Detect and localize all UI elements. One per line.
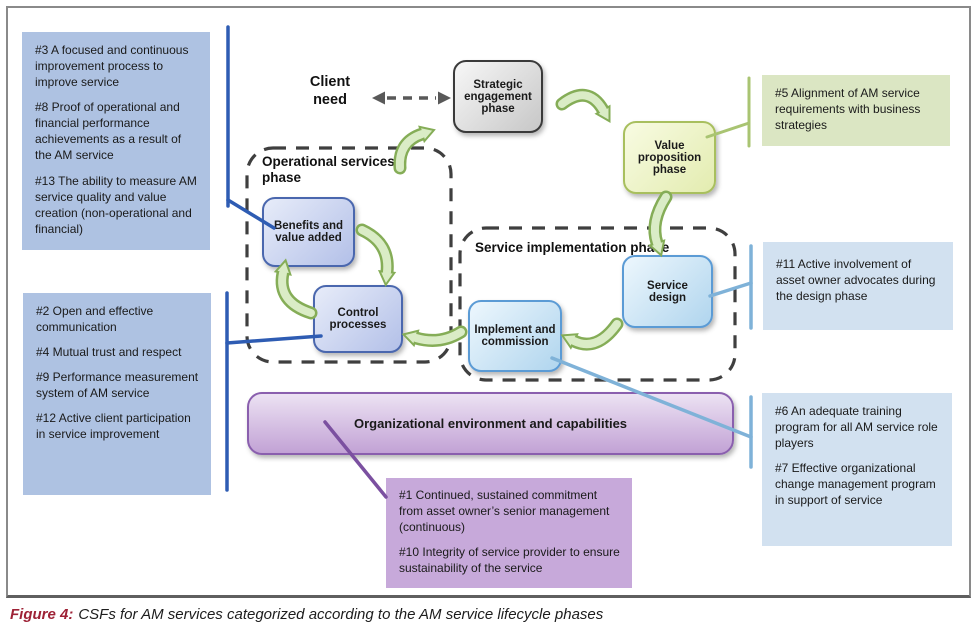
- csf-item: #2 Open and effective communication: [36, 304, 154, 335]
- strategic-engagement-phase-box: Strategic engagement phase: [453, 60, 543, 133]
- csf-item: #13 The ability to measure AM service qu…: [35, 173, 197, 236]
- csf-box-organizational: #1 Continued, sustained commitment from …: [386, 478, 632, 588]
- service-design-box: Service design: [622, 255, 713, 328]
- csf-item: #6 An adequate training program for all …: [775, 404, 938, 451]
- csf-box-value-proposition: #5 Alignment of AM service requirements …: [762, 75, 950, 146]
- control-processes-box: Control processes: [313, 285, 403, 353]
- diagram-frame: [6, 6, 971, 598]
- client-need-label: Client need: [309, 74, 351, 109]
- implement-commission-box: Implement and commission: [468, 300, 562, 372]
- csf-item: #5 Alignment of AM service requirements …: [775, 86, 921, 133]
- operational-phase-label: Operational services phase: [262, 154, 395, 186]
- implementation-phase-label: Service implementation phase: [475, 240, 670, 255]
- csf-item: #4 Mutual trust and respect: [36, 345, 182, 360]
- value-proposition-phase-box: Value proposition phase: [623, 121, 716, 194]
- figure-caption-label: Figure 4:: [10, 606, 74, 623]
- csf-item: #11 Active involvement of asset owner ad…: [776, 257, 936, 304]
- csf-item: #12 Active client participation in servi…: [36, 411, 191, 442]
- figure-caption: Figure 4:CSFs for AM services categorize…: [10, 606, 603, 623]
- benefits-box: Benefits and value added: [262, 197, 355, 267]
- csf-item: #7 Effective organizational change manag…: [775, 461, 936, 508]
- csf-item: #3 A focused and continuous improvement …: [35, 43, 189, 90]
- figure-caption-text: CSFs for AM services categorized accordi…: [78, 606, 604, 623]
- csf-item: #10 Integrity of service provider to ens…: [399, 545, 620, 576]
- csf-box-operational-bottom: #2 Open and effective communication #4 M…: [23, 293, 211, 495]
- csf-box-implementation: #6 An adequate training program for all …: [762, 393, 952, 546]
- csf-item: #1 Continued, sustained commitment from …: [399, 488, 610, 535]
- org-environment-bar: Organizational environment and capabilit…: [247, 392, 734, 455]
- csf-item: #9 Performance measurement system of AM …: [36, 370, 199, 401]
- csf-box-operational-top: #3 A focused and continuous improvement …: [22, 32, 210, 250]
- csf-box-service-design: #11 Active involvement of asset owner ad…: [763, 242, 953, 330]
- csf-item: #8 Proof of operational and financial pe…: [35, 100, 182, 163]
